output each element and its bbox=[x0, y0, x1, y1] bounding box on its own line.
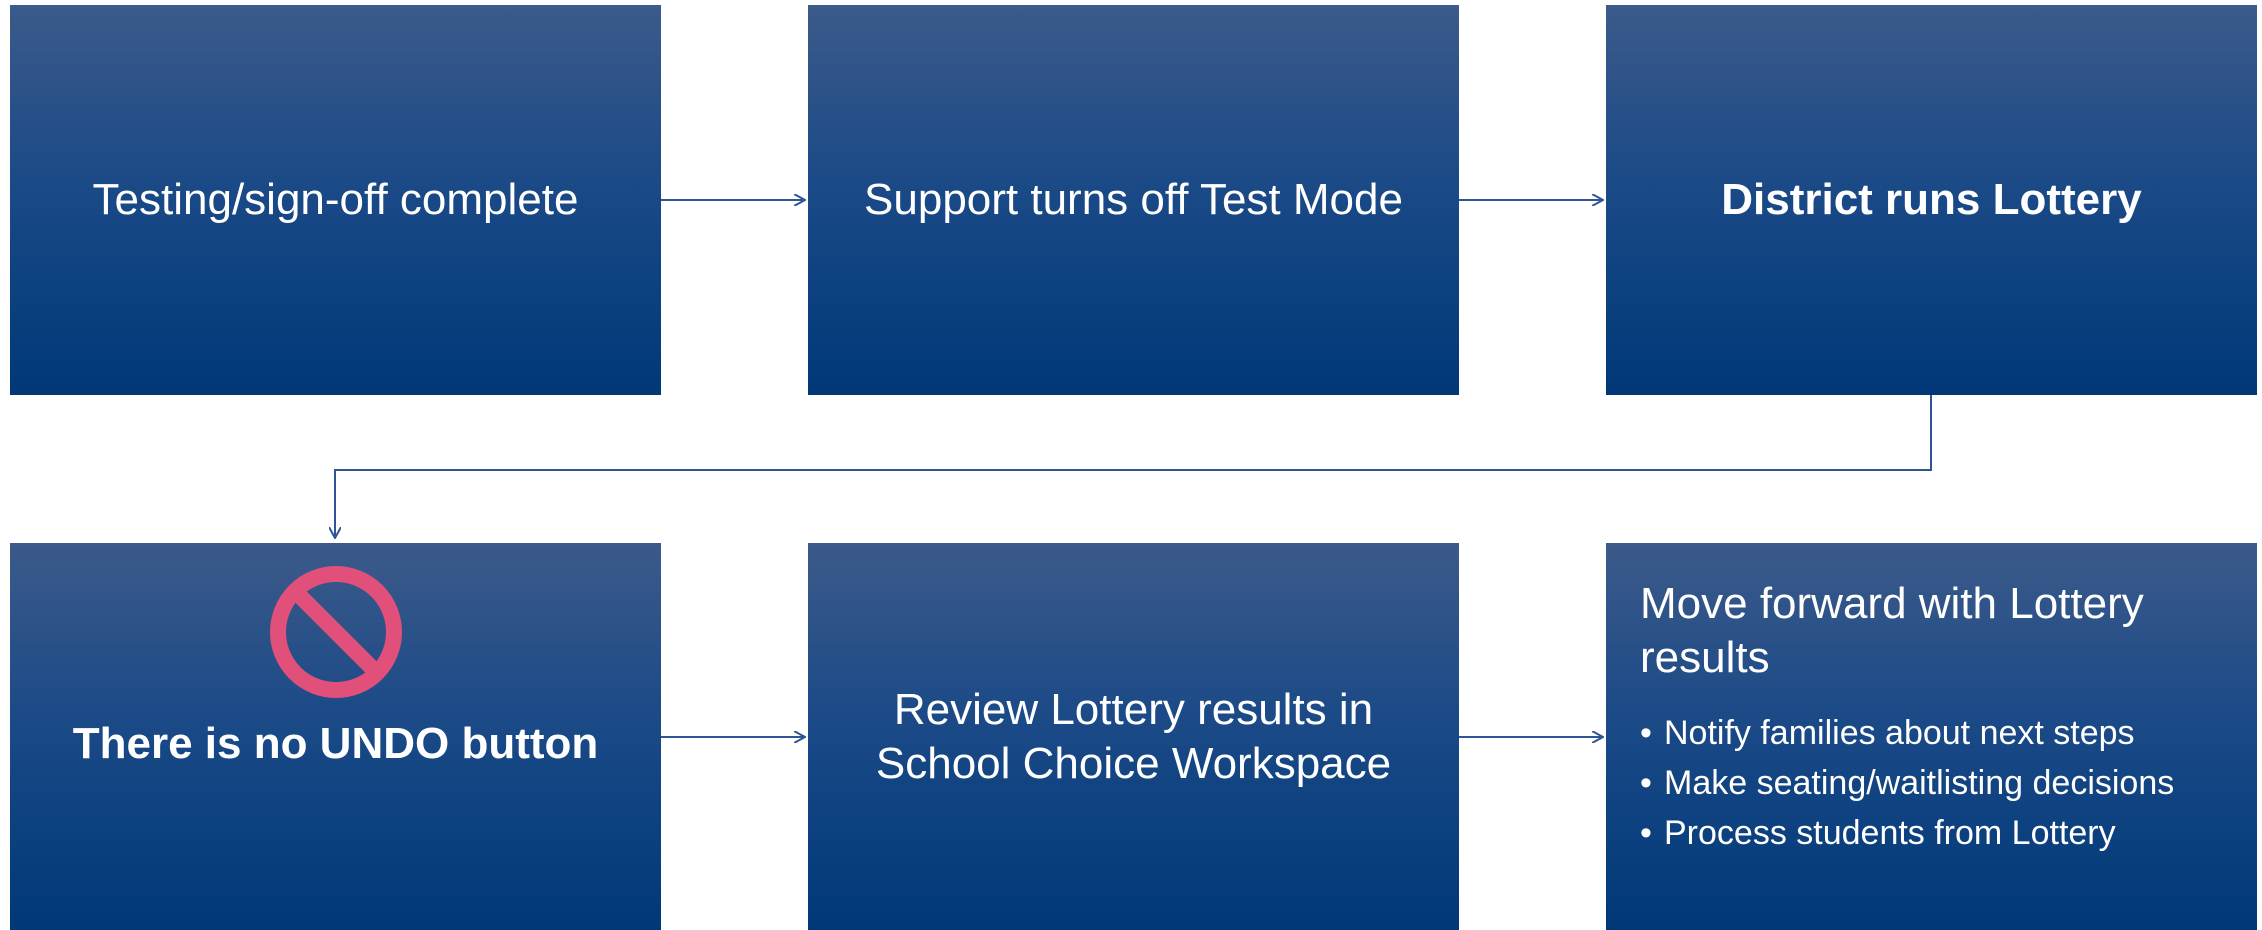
list-item: • Notify families about next steps bbox=[1640, 708, 2174, 758]
list-item-text: Process students from Lottery bbox=[1664, 814, 2116, 853]
step-testing-signoff: Testing/sign-off complete bbox=[10, 5, 661, 395]
step-move-forward: Move forward with Lottery results • Notif… bbox=[1606, 543, 2257, 930]
next-steps-list: • Notify families about next steps • Make … bbox=[1640, 708, 2174, 858]
step-no-undo-warning: There is no UNDO button bbox=[10, 543, 661, 930]
step-run-lottery: District runs Lottery bbox=[1606, 5, 2257, 395]
list-item-text: Notify families about next steps bbox=[1664, 714, 2135, 753]
list-item: • Make seating/waitlisting decisions bbox=[1640, 758, 2174, 808]
list-item: • Process students from Lottery bbox=[1640, 808, 2174, 858]
step-review-results: Review Lottery results in School Choice … bbox=[808, 543, 1459, 930]
bullet-icon: • bbox=[1640, 714, 1652, 753]
bullet-icon: • bbox=[1640, 764, 1652, 803]
bullet-icon: • bbox=[1640, 814, 1652, 853]
step-review-results-label: Review Lottery results in School Choice … bbox=[875, 684, 1392, 788]
list-item-text: Make seating/waitlisting decisions bbox=[1664, 764, 2175, 803]
no-entry-icon bbox=[269, 566, 402, 698]
step-run-lottery-label: District runs Lottery bbox=[1721, 175, 2142, 225]
step-test-mode-off: Support turns off Test Mode bbox=[808, 5, 1459, 395]
step-move-forward-title: Move forward with Lottery results bbox=[1640, 579, 2144, 682]
step-test-mode-off-label: Support turns off Test Mode bbox=[864, 175, 1403, 225]
step-testing-signoff-label: Testing/sign-off complete bbox=[92, 175, 579, 225]
step-no-undo-label: There is no UNDO button bbox=[72, 719, 599, 768]
arrow-run-lottery-to-no-undo bbox=[335, 395, 1932, 538]
